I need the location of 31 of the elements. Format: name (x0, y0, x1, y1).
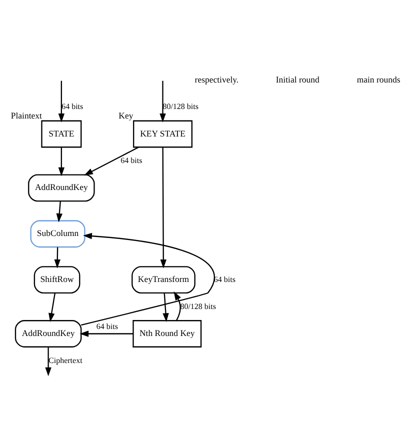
node-box: KEY STATE (133, 120, 192, 148)
node-box: SubColumn (30, 220, 86, 248)
arrow (45, 346, 52, 376)
node-box: AddRoundKey (28, 174, 95, 202)
edge-label: 64 bits (214, 274, 236, 284)
arrow (160, 80, 166, 122)
arrow (80, 232, 215, 326)
arrow (80, 330, 134, 336)
arrow (84, 146, 139, 175)
label: respectively. (194, 74, 239, 84)
edge-label: 64 bits (62, 102, 84, 111)
node-label: Key (118, 110, 134, 120)
arrow (58, 146, 65, 176)
arrow (56, 200, 62, 222)
node-box: AddRoundKey (14, 320, 82, 347)
arrow (160, 146, 166, 268)
node-label: Plaintext (10, 110, 42, 120)
edge-label: 64 bits (120, 156, 142, 164)
node-box: KeyTransform (132, 266, 196, 293)
arrow (174, 290, 181, 320)
node-box: Nth Round Key (132, 320, 202, 347)
arrow (162, 292, 169, 322)
arrow (48, 292, 56, 322)
label: main rounds (356, 74, 400, 84)
arrow (54, 246, 60, 268)
node-box: ShiftRow (34, 266, 80, 293)
edge-label: 64 bits (96, 322, 118, 331)
node-box: STATE (41, 120, 82, 148)
label: Initial round (276, 74, 320, 84)
edge-label: 80/128 bits (180, 301, 216, 310)
arrow (58, 80, 65, 122)
